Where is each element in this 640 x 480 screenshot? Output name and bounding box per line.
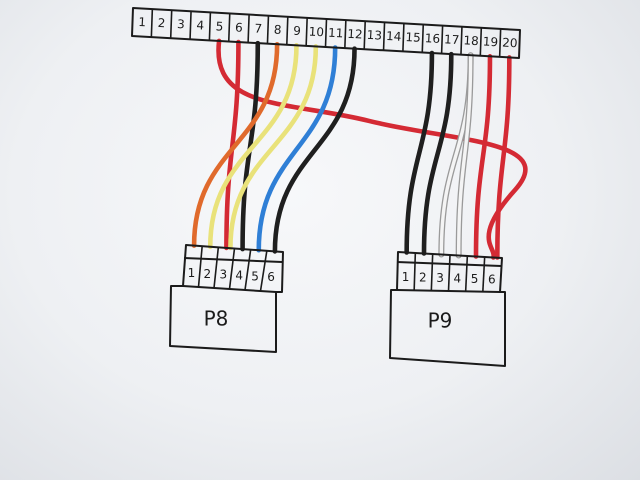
header-pin-label: 15 (405, 30, 421, 45)
header-pin-divider (305, 17, 308, 46)
header-pin-label: 7 (254, 21, 262, 35)
header-pin-label: 17 (444, 32, 460, 47)
wire-7-to-p8-pin-4 (240, 40, 261, 252)
header-pin-label: 12 (347, 27, 363, 42)
header-connector-outline (131, 7, 521, 59)
header-pin-label: 9 (293, 24, 301, 38)
wire-19-to-p9-pin-5 (473, 54, 493, 259)
connector-p9-pin-divider (413, 252, 417, 291)
header-pin-label: 4 (196, 18, 204, 32)
header-pin-label: 1 (138, 15, 146, 29)
connector-p9-pin-label: 2 (419, 270, 427, 284)
header-pin-divider (460, 26, 463, 55)
header-pin-divider (382, 22, 386, 51)
connector-p8-pin-divider (197, 246, 203, 288)
header-pin-label: 13 (366, 28, 382, 43)
header-pin-divider (266, 15, 270, 44)
header-pin-label: 6 (235, 20, 243, 34)
header-pin-label: 19 (482, 34, 498, 49)
connector-p8-outline (169, 244, 284, 353)
header-pin-label: 11 (328, 26, 344, 41)
connector-p9-pin-divider (430, 253, 434, 291)
header-pin-divider (247, 14, 250, 43)
connector-p9-pin-divider (482, 256, 486, 292)
connector-p8-pin-divider (244, 249, 252, 291)
connector-p8-pin-divider (228, 248, 236, 290)
header-pin-label: 16 (424, 31, 440, 46)
connector-p8-pin-label: 1 (188, 266, 196, 280)
connector-p8-pin-label: 2 (204, 267, 212, 281)
connector-p9-pin-divider (464, 255, 469, 292)
wire-17-to-p9-pin-2 (421, 51, 454, 256)
wire-11-to-p8-pin-5 (256, 45, 338, 253)
wire-20-to-p9-pin-6 (495, 55, 512, 260)
header-pin-divider (440, 25, 444, 54)
wire-16-to-p9-pin-1 (404, 50, 435, 255)
header-pin-divider (227, 13, 231, 42)
wire-5-to-p9-pin-6 (216, 38, 528, 260)
connector-p9-pin-label: 4 (454, 271, 462, 285)
wire-10-to-p8-pin-3 (228, 44, 319, 251)
wire-8-to-p8-pin-1 (191, 41, 280, 248)
connector-p9-pin-label: 6 (488, 272, 496, 286)
connector-p8-pin-label: 3 (219, 268, 227, 282)
header-pin-label: 14 (386, 29, 402, 44)
connector-p8-pin-label: 4 (235, 268, 243, 282)
connector-p9-outline (389, 251, 506, 367)
header-pin-divider (479, 27, 483, 56)
header-pin-divider (498, 28, 502, 57)
connector-p9-pin-label: 1 (402, 270, 410, 284)
connector-p8-pin-divider (213, 247, 220, 289)
header-pin-divider (363, 21, 366, 50)
wires (191, 38, 528, 260)
wire-12-to-p8-pin-6 (272, 46, 357, 254)
connector-p9-pin-label: 5 (471, 272, 479, 286)
header-pin-label: 2 (157, 16, 165, 30)
wire-18-to-p9-pin-4 (456, 53, 473, 258)
header-pin-divider (344, 20, 347, 49)
connector-p8-pin-divider (259, 250, 268, 292)
header-pin-divider (402, 23, 405, 52)
header-pin-label: 20 (502, 36, 518, 51)
header-pin-divider (169, 10, 173, 39)
header-pin-label: 18 (463, 33, 479, 48)
wire-6-to-p8-pin-3 (224, 39, 241, 251)
connector-p8-pin-label: 5 (251, 269, 259, 283)
header-pin-label: 10 (308, 25, 324, 40)
header-pin-divider (286, 16, 289, 45)
header-pin-label: 3 (177, 17, 185, 31)
header-pin-label: 8 (273, 23, 281, 37)
connector-p9-label: P9 (428, 309, 453, 333)
header-pin-divider (324, 18, 328, 48)
connector-p8-pin-label: 6 (267, 270, 275, 284)
connector-p9-pin-label: 3 (436, 271, 444, 285)
header-pin-label: 5 (215, 19, 223, 33)
wire-9-to-p8-pin-2 (207, 43, 299, 250)
header-pin-divider (208, 12, 212, 41)
connector-p9-pin-divider (447, 254, 451, 292)
header-pin-divider (189, 11, 192, 40)
header-pin-divider (150, 9, 154, 38)
header-pin-divider (421, 24, 425, 53)
connector-p8-label: P8 (204, 307, 229, 331)
